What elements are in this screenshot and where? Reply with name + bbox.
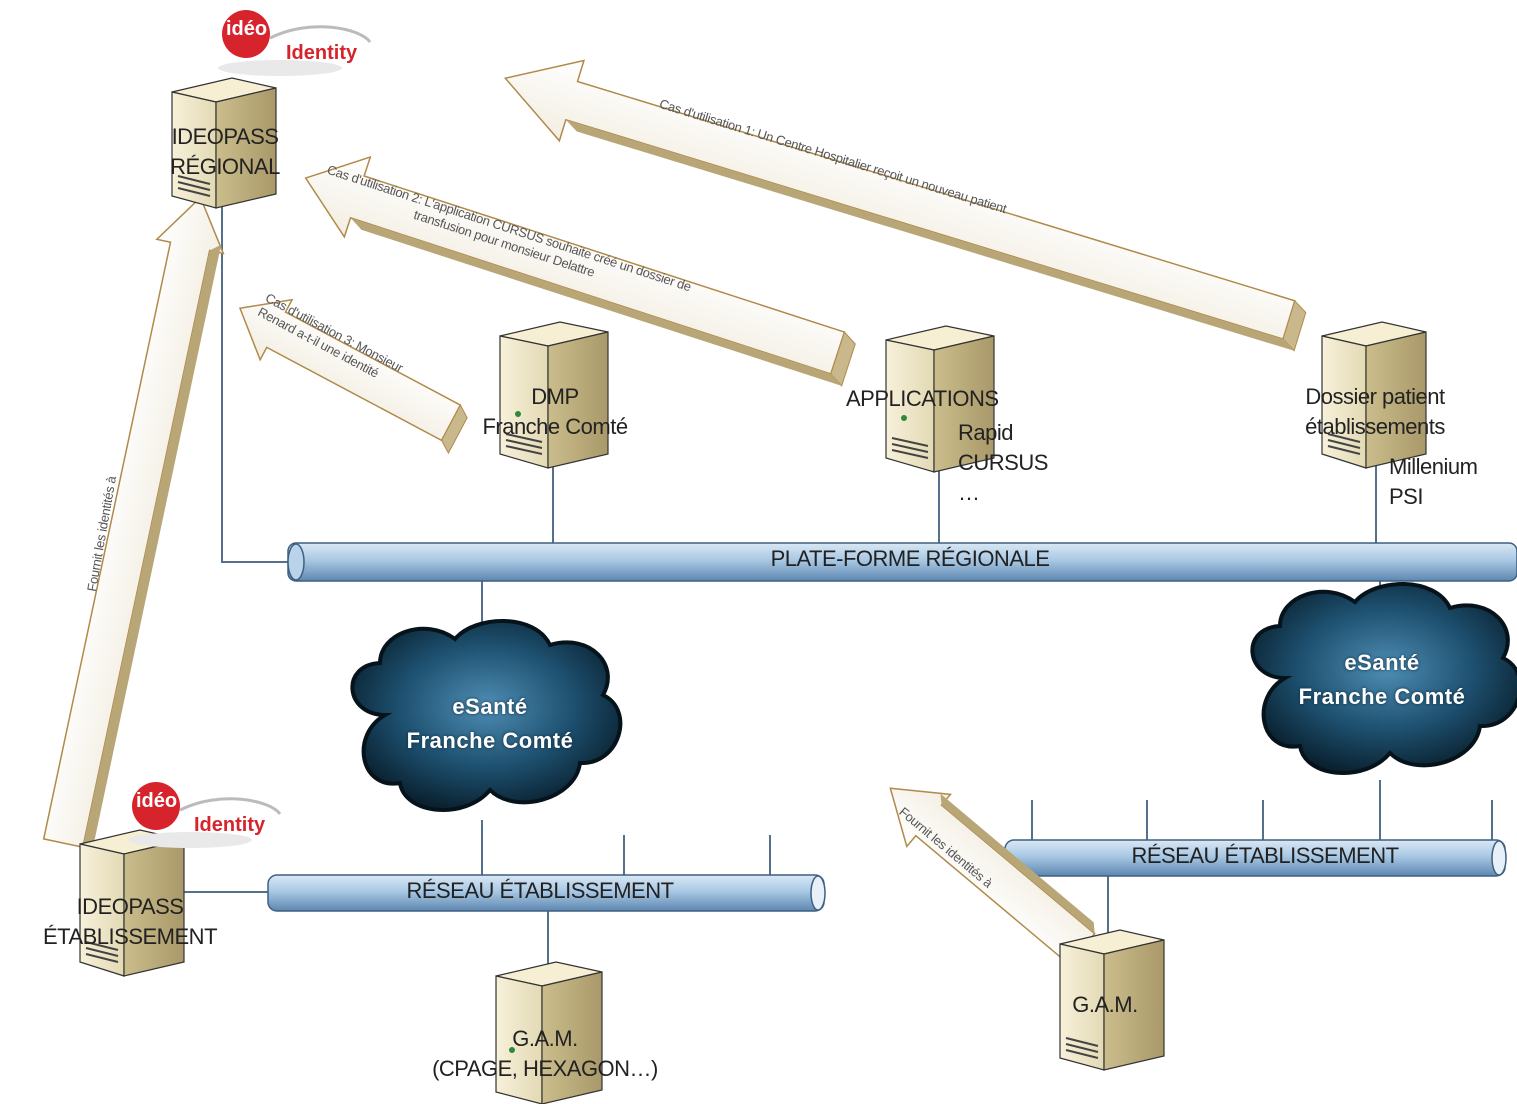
connection-lines	[182, 200, 1493, 985]
pipe-platform	[287, 542, 1517, 582]
arrow-use-case-1	[503, 59, 1307, 352]
server-applications-label: APPLICATIONS	[846, 386, 999, 411]
logo-word: Identity	[194, 814, 266, 836]
arrow-use-case-3	[238, 298, 468, 455]
cloud-left-icon	[350, 619, 623, 812]
logo-badge: idéo	[226, 18, 268, 40]
server-gam-left-icon	[495, 961, 603, 1104]
server-dmp-icon	[499, 321, 609, 469]
arrow-use-case-2	[304, 155, 856, 387]
logo-badge: idéo	[136, 790, 178, 812]
server-gam-right-icon	[1059, 929, 1165, 1071]
server-ideopass-etab-icon	[79, 829, 185, 977]
network-etab-left-label: RÉSEAU ÉTABLISSEMENT	[406, 878, 674, 903]
logo-ideo-bottom-icon	[128, 782, 282, 848]
logo-ideo-top-icon	[218, 10, 372, 76]
arrow-provides-left	[42, 196, 225, 849]
network-platform-label: PLATE-FORME RÉGIONALE	[770, 546, 1050, 571]
server-gam-right-label: G.A.M.	[1072, 992, 1138, 1017]
arrow-provides-right	[889, 787, 1096, 966]
network-etab-right-label: RÉSEAU ÉTABLISSEMENT	[1131, 843, 1399, 868]
pipe-etab-left	[267, 874, 826, 912]
server-dossier-icon	[1321, 321, 1427, 469]
server-ideopass-regional-icon	[171, 77, 277, 209]
server-applications-icon	[885, 325, 995, 473]
line-ideopass-regional	[221, 200, 290, 563]
cloud-right-icon	[1250, 582, 1517, 775]
logo-word: Identity	[286, 42, 358, 64]
server-gam-left-label: G.A.M.(CPAGE, HEXAGON…)	[432, 1026, 658, 1081]
